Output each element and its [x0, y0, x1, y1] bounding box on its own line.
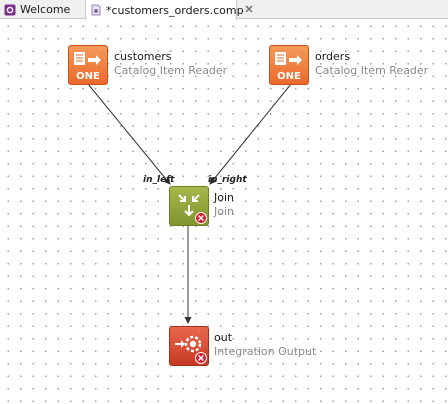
catalog-reader-icon[interactable]: ONE: [269, 45, 309, 85]
node-out-subtitle: Integration Output: [214, 345, 317, 358]
join-icon[interactable]: [169, 186, 209, 226]
node-join-title: Join: [214, 191, 235, 204]
node-join-subtitle: Join: [214, 205, 235, 218]
welcome-icon: [4, 4, 16, 16]
close-tab-icon[interactable]: [244, 4, 254, 16]
tab-welcome[interactable]: Welcome: [0, 0, 78, 19]
integration-output-icon[interactable]: [169, 326, 209, 366]
node-orders-title: orders: [315, 50, 351, 63]
tab-welcome-label: Welcome: [20, 3, 71, 16]
composition-file-icon: [90, 4, 102, 16]
node-customers-title: customers: [114, 50, 172, 63]
port-in-left-label: in_left: [143, 175, 175, 185]
badge-one-customers: ONE: [76, 71, 100, 82]
badge-one-orders: ONE: [277, 71, 301, 82]
port-in-right-label: in_right: [208, 175, 247, 185]
node-customers-subtitle: Catalog Item Reader: [114, 64, 228, 77]
catalog-reader-icon[interactable]: ONE: [68, 45, 108, 85]
tab-customers-orders[interactable]: *customers_orders.comp: [85, 0, 253, 20]
node-out-title: out: [214, 331, 233, 344]
tab-customers-orders-label: *customers_orders.comp: [106, 3, 244, 17]
node-orders-subtitle: Catalog Item Reader: [315, 64, 429, 77]
editor-tab-bar: Welcome *customers_orders.comp: [0, 0, 448, 20]
